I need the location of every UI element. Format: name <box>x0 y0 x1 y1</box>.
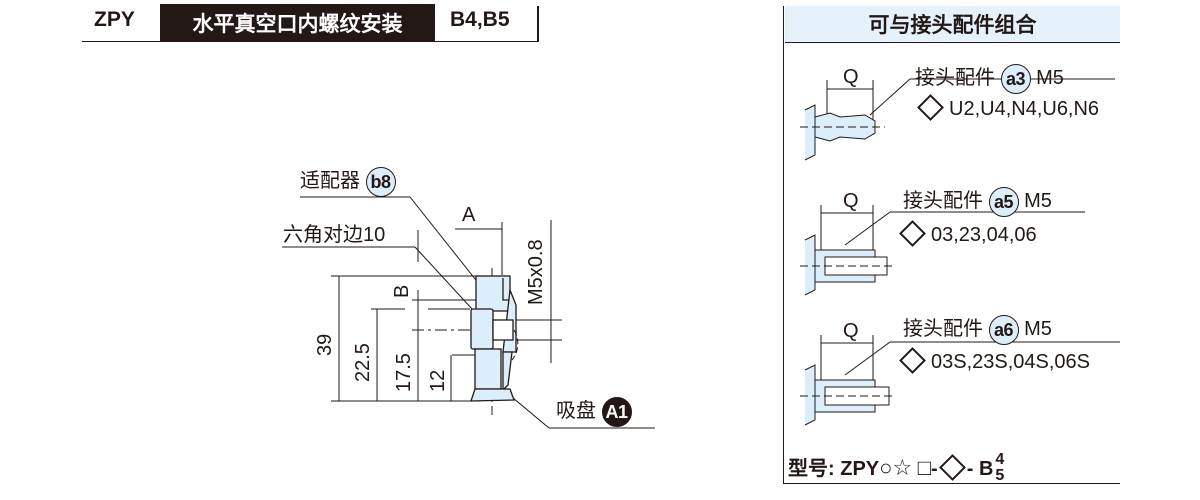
dim-17-5-label: 17.5 <box>393 353 415 392</box>
suffix-option-5: 5 <box>995 466 1005 484</box>
hex-leader <box>414 246 474 311</box>
fitting-a5-dim-q: Q <box>843 190 859 212</box>
dim-39-label: 39 <box>314 334 336 356</box>
fitting-a6-thread: M5 <box>1024 318 1052 340</box>
series-code: ZPY <box>94 8 135 31</box>
suction-cup <box>470 388 515 402</box>
fitting-a3-name: 接头配件 <box>915 67 995 89</box>
assembly-drawing: A B M5x0.8 39 22.5 17.5 12 <box>282 196 655 429</box>
header-underline <box>82 41 538 42</box>
suffix-option-4: 4 <box>995 450 1005 468</box>
model-suffix: B <box>978 458 994 480</box>
diamond-placeholder-icon <box>938 454 966 482</box>
fitting-a5-title: 接头配件 a5 M5 <box>903 184 1052 217</box>
hex-callout: 六角对边10 <box>283 224 386 246</box>
vacuum-pad-assembly <box>470 275 519 402</box>
header-divider <box>537 6 539 42</box>
fitting-a6-dim-q: Q <box>843 320 859 342</box>
fitting-a3-option-list: U2,U4,N4,U6,N6 <box>949 98 1100 120</box>
fitting-a6-badge: a6 <box>988 314 1019 345</box>
vacuum-port <box>492 319 514 341</box>
dim-22-5-label: 22.5 <box>352 343 374 382</box>
square-placeholder-icon: □ <box>917 455 932 480</box>
diamond-icon <box>899 347 926 375</box>
star-placeholder-icon: ☆ <box>892 455 913 480</box>
adapter-label: 适配器 <box>300 170 360 192</box>
fitting-a5-name: 接头配件 <box>903 190 983 212</box>
dim-thread-label: M5x0.8 <box>525 239 547 305</box>
fitting-a3-badge: a3 <box>1000 63 1031 94</box>
section-title: 水平真空口内螺纹安装 <box>160 4 435 41</box>
dim-a-label: A <box>462 204 476 226</box>
fitting-a5-option-list: 03,23,04,06 <box>931 224 1037 246</box>
dim-b-label: B <box>391 285 413 298</box>
fitting-a3-title: 接头配件 a3 M5 <box>915 61 1064 94</box>
pad-label: 吸盘 <box>556 400 596 422</box>
adapter-badge: b8 <box>365 166 396 197</box>
fitting-a6-title: 接头配件 a6 M5 <box>903 312 1052 345</box>
variant-codes: B4,B5 <box>450 8 510 31</box>
pad-callout: 吸盘 A1 <box>556 394 632 427</box>
adapter-body <box>475 275 511 312</box>
fitting-drawings: Q Q Q <box>800 66 1120 426</box>
fitting-a5-badge: a5 <box>988 186 1019 217</box>
hex-nut <box>470 308 494 350</box>
pad-side <box>502 351 513 392</box>
fitting-a3-dim-q: Q <box>843 66 859 88</box>
diamond-icon <box>899 220 926 248</box>
fitting-panel <box>783 6 1120 484</box>
adapter-leader <box>409 196 484 290</box>
pad-badge: A1 <box>601 396 632 427</box>
model-series: ZPY <box>840 458 880 480</box>
fitting-a6-options: 03S,23S,04S,06S <box>897 347 1091 375</box>
circle-placeholder-icon: ○ <box>879 455 893 480</box>
fitting-a5-thread: M5 <box>1024 190 1052 212</box>
model-label: 型号: <box>788 458 835 480</box>
fitting-a6-option-list: 03S,23S,04S,06S <box>931 351 1091 373</box>
model-dash: - <box>966 458 974 480</box>
fitting-a3-thread: M5 <box>1036 67 1064 89</box>
fitting-a3-options: U2,U4,N4,U6,N6 <box>915 94 1100 122</box>
model-dash: - <box>931 458 938 480</box>
fitting-a6-name: 接头配件 <box>903 318 983 340</box>
dim-12-label: 12 <box>427 370 449 392</box>
panel-title: 可与接头配件组合 <box>785 6 1120 43</box>
adapter-callout: 适配器 b8 <box>300 164 396 197</box>
pad-stem <box>474 348 502 390</box>
fitting-a5-options: 03,23,04,06 <box>897 220 1037 248</box>
diamond-icon <box>917 94 944 122</box>
